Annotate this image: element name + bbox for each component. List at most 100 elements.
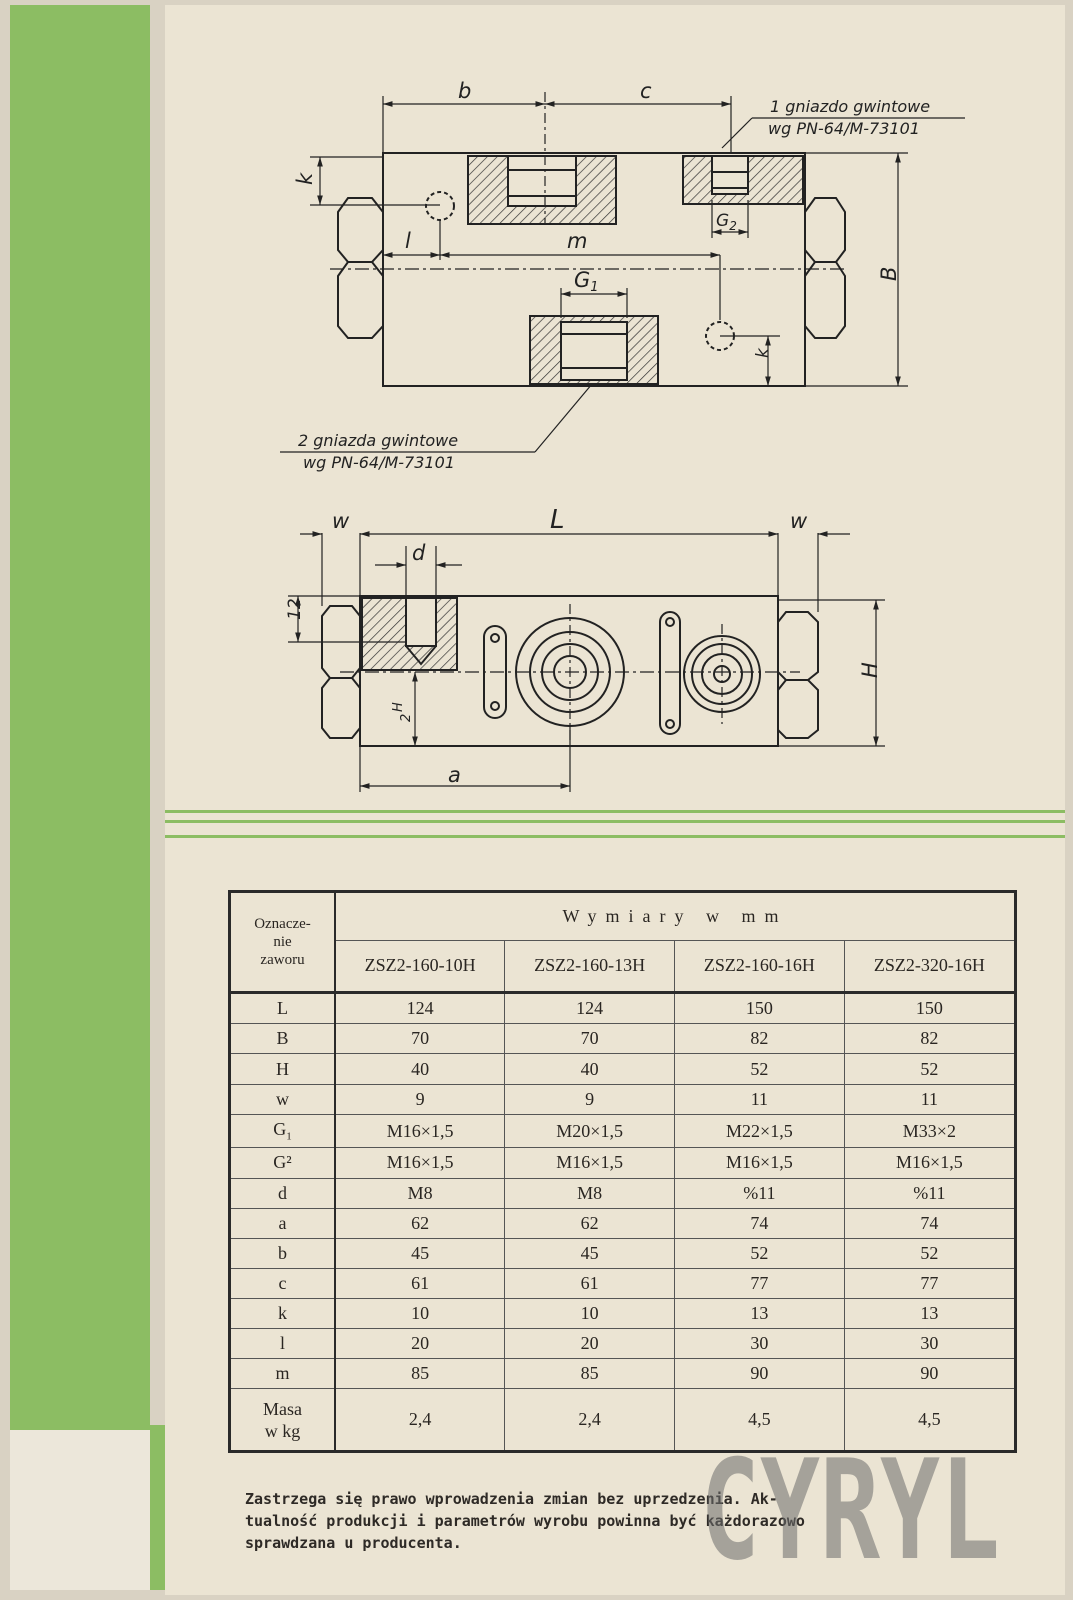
- value-cell: 11: [844, 1084, 1014, 1115]
- param-cell: k: [231, 1298, 336, 1330]
- param-header: Oznacze- nie zaworu: [231, 893, 336, 994]
- value-cell: 150: [844, 992, 1014, 1025]
- green-rule-3: [165, 835, 1065, 838]
- param-cell: G²: [231, 1147, 336, 1179]
- value-cell: %11: [844, 1178, 1014, 1209]
- param-cell: L: [231, 992, 336, 1025]
- green-side-band-lower: [150, 1425, 165, 1590]
- footnote-line: Zastrzega się prawo wprowadzenia zmian b…: [245, 1490, 778, 1508]
- value-cell: M16×1,5: [674, 1147, 845, 1179]
- value-cell: 20: [504, 1328, 675, 1360]
- value-cell: 13: [844, 1298, 1014, 1330]
- dimensions-table: Oznacze- nie zaworu Wymiary w mm ZSZ2-16…: [228, 890, 1017, 1453]
- value-cell: 77: [674, 1268, 845, 1300]
- dim-H-label: H: [858, 662, 882, 678]
- dim-L-label: L: [550, 505, 565, 535]
- dim-a-label: a: [448, 763, 461, 787]
- green-rule-2: [165, 820, 1065, 823]
- param-cell: B: [231, 1023, 336, 1055]
- value-cell: 45: [335, 1238, 506, 1269]
- model-header: ZSZ2-160-10H: [335, 940, 506, 994]
- footnote-line: sprawdzana u producenta.: [245, 1534, 462, 1552]
- value-cell: 11: [674, 1084, 845, 1115]
- dim-c-label: c: [640, 79, 652, 103]
- param-cell: d: [231, 1178, 336, 1209]
- value-cell: M33×2: [844, 1114, 1014, 1149]
- value-cell: 10: [335, 1298, 506, 1330]
- value-cell: 70: [335, 1023, 506, 1055]
- value-cell: 74: [844, 1208, 1014, 1239]
- param-cell: G1: [231, 1114, 336, 1149]
- svg-text:CYRYL: CYRYL: [700, 1430, 1000, 1591]
- value-cell: 150: [674, 992, 845, 1025]
- value-cell: 4,5: [918, 1409, 941, 1430]
- footnote-line: tualność produkcji i parametrów wyrobu p…: [245, 1512, 805, 1530]
- value-cell: 85: [504, 1358, 675, 1390]
- callout-bottom-line1: 2 gniazda gwintowe: [298, 431, 458, 450]
- value-cell: 30: [844, 1328, 1014, 1360]
- param-cell: H: [231, 1053, 336, 1085]
- value-cell: 52: [674, 1238, 845, 1269]
- value-cell: 62: [335, 1208, 506, 1239]
- param-cell: b: [231, 1238, 336, 1269]
- green-side-band: [10, 5, 150, 1430]
- value-cell: M16×1,5: [335, 1147, 506, 1179]
- value-cell: 82: [674, 1023, 845, 1055]
- value-cell: 20: [335, 1328, 506, 1360]
- value-cell: 52: [674, 1053, 845, 1085]
- value-cell: 2,4: [335, 1388, 506, 1450]
- dim-m-label: m: [567, 229, 587, 253]
- dim-k-label: k: [293, 172, 317, 185]
- dim-B-label: B: [877, 267, 901, 281]
- dim-k-lower-label: k: [753, 347, 773, 358]
- value-cell: 62: [504, 1208, 675, 1239]
- param-cell: a: [231, 1208, 336, 1239]
- param-cell: l: [231, 1328, 336, 1360]
- value-cell: 124: [335, 992, 506, 1025]
- param-cell: c: [231, 1268, 336, 1300]
- watermark-logo: CYRYL: [700, 1430, 1000, 1591]
- technical-drawing: b c k l m G1 G2 B k 1 gniazdo gwintowe w…: [280, 79, 965, 792]
- value-cell: 124: [504, 992, 675, 1025]
- model-header: ZSZ2-320-16H: [844, 940, 1014, 994]
- value-cell: 52: [844, 1053, 1014, 1085]
- group-header: Wymiary w mm: [335, 893, 1014, 941]
- dim-g1-label: G1: [574, 268, 599, 295]
- callout-top-line1: 1 gniazdo gwintowe: [770, 97, 930, 116]
- value-cell: 4,5: [674, 1388, 845, 1450]
- dim-w-right-label: w: [790, 509, 808, 533]
- value-cell: 61: [504, 1268, 675, 1300]
- callout-top-line2: wg PN-64/M-73101: [768, 119, 920, 138]
- value-cell: 70: [504, 1023, 675, 1055]
- value-cell: M20×1,5: [504, 1114, 675, 1149]
- dim-b-label: b: [458, 79, 471, 103]
- value-cell: 90: [674, 1358, 845, 1390]
- value-cell: M8: [335, 1178, 506, 1209]
- value-cell: 74: [674, 1208, 845, 1239]
- dim-g2-label: G2: [716, 211, 737, 233]
- value-cell: 40: [504, 1053, 675, 1085]
- value-cell: 85: [335, 1358, 506, 1390]
- value-cell: 52: [844, 1238, 1014, 1269]
- value-cell: 82: [844, 1023, 1014, 1055]
- value-cell: 30: [674, 1328, 845, 1360]
- value-cell: 10: [504, 1298, 675, 1330]
- value-cell: M16×1,5: [504, 1147, 675, 1179]
- value-cell: M16×1,5: [844, 1147, 1014, 1179]
- dim-w-left-label: w: [332, 509, 350, 533]
- callout-bottom-line2: wg PN-64/M-73101: [303, 453, 455, 472]
- dim-12-label: 12: [285, 598, 305, 620]
- dim-half-H-num: H: [391, 702, 406, 712]
